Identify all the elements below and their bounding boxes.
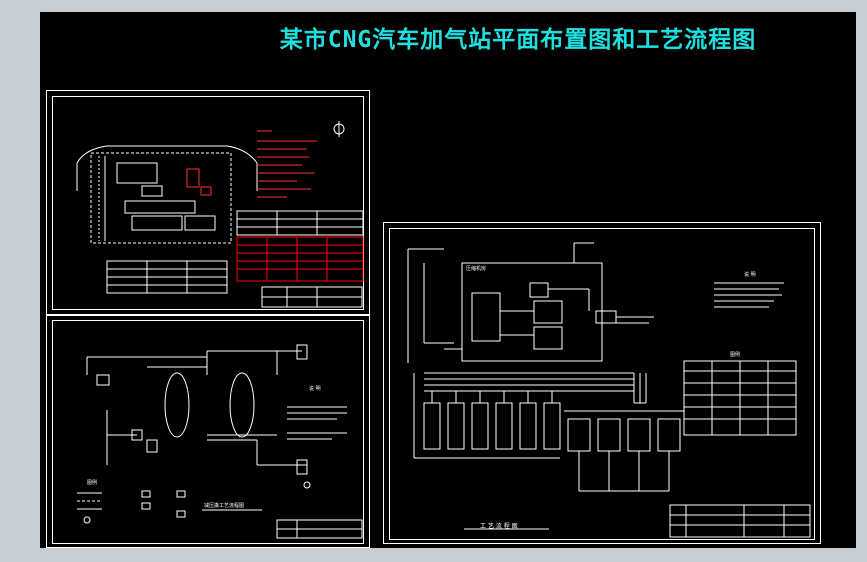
pressure-notes-heading: 说 明	[309, 386, 321, 392]
pressure-flow-drawing	[77, 344, 363, 539]
drawing-title: 某市CNG汽车加气站平面布置图和工艺流程图	[279, 27, 757, 53]
pressure-legend-heading: 图例	[87, 480, 98, 486]
process-flow-sheet[interactable]: 压缩机房 说 明 图例 工 艺 流 程 图	[383, 222, 821, 544]
compressor-room-label: 压缩机房	[466, 266, 487, 272]
process-flow-diagram	[407, 242, 811, 538]
pressure-caption: 减压撬工艺流程图	[204, 503, 245, 509]
drawing-canvas[interactable]: 某市CNG汽车加气站平面布置图和工艺流程图	[40, 12, 856, 548]
pressure-reduction-sheet[interactable]: 说 明 图例 减压撬工艺流程图	[46, 314, 370, 548]
process-notes-heading: 说 明	[744, 272, 756, 278]
site-plan-drawing	[76, 121, 364, 308]
process-legend-heading: 图例	[730, 352, 741, 358]
process-caption: 工 艺 流 程 图	[480, 523, 518, 530]
site-plan-sheet[interactable]	[46, 90, 370, 316]
